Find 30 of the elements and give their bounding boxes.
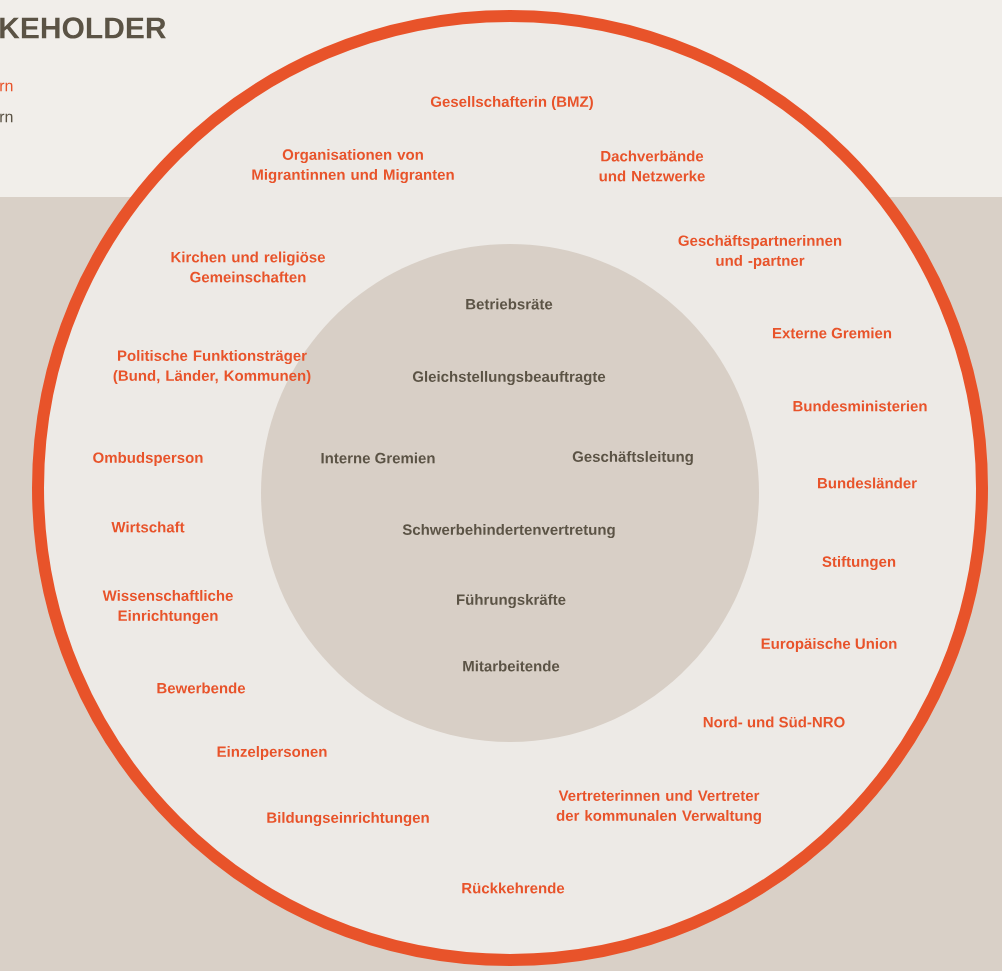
stakeholder-label: Politische Funktionsträger (Bund, Länder, Kommunen) <box>113 350 311 384</box>
stakeholder-label: Stiftungen <box>822 555 896 570</box>
stakeholder-label: Gleichstellungsbeauftragte <box>412 370 606 385</box>
stakeholder-label: Geschäftspartnerinnen und -partner <box>678 235 842 269</box>
stakeholder-label: Wissenschaftliche Einrichtungen <box>102 589 233 624</box>
stakeholder-label: Geschäftsleitung <box>572 450 693 465</box>
stakeholder-label: Ombudsperson <box>93 452 203 466</box>
stakeholder-label: Nord- und Süd-NRO <box>703 716 845 728</box>
stakeholder-label: Gesellschafterin (BMZ) <box>430 96 593 110</box>
stakeholder-label: Externe Gremien <box>773 327 892 339</box>
stakeholder-label: Schwerbehindertenvertretung <box>402 523 615 538</box>
stakeholder-label: Vertreterinnen und Vertreter der kommunalen Verwaltung <box>556 789 761 824</box>
stakeholder-label: Bildungseinrichtungen <box>267 811 429 826</box>
stakeholder-label: Dachverbände und Netzwerke <box>599 150 705 182</box>
stakeholder-label: Mitarbeitende <box>463 660 560 672</box>
stakeholder-label: Bundesministerien <box>793 400 927 412</box>
stakeholder-label: Bewerbende <box>157 682 246 694</box>
stakeholder-label: Führungskräfte <box>457 593 566 608</box>
stakeholder-label: Bundesländer <box>818 477 917 489</box>
stakeholder-label: Wirtschaft <box>111 521 185 533</box>
title: KEHOLDER <box>0 17 166 39</box>
stakeholder-label: Europäische Union <box>761 638 897 652</box>
legend-text: rn <box>0 113 13 123</box>
stakeholder-label: Interne Gremien <box>321 452 435 464</box>
stakeholder-label: Betriebsräte <box>466 298 553 310</box>
stakeholder-label: Rückkehrende <box>462 882 565 894</box>
legend-text: rn <box>0 82 13 92</box>
stakeholder-label: Kirchen und religiöse Gemeinschaften <box>171 251 325 283</box>
stakeholder-label: Einzelpersonen <box>217 746 327 760</box>
stakeholder-label: Organisationen von Migrantinnen und Migranten <box>252 148 454 183</box>
